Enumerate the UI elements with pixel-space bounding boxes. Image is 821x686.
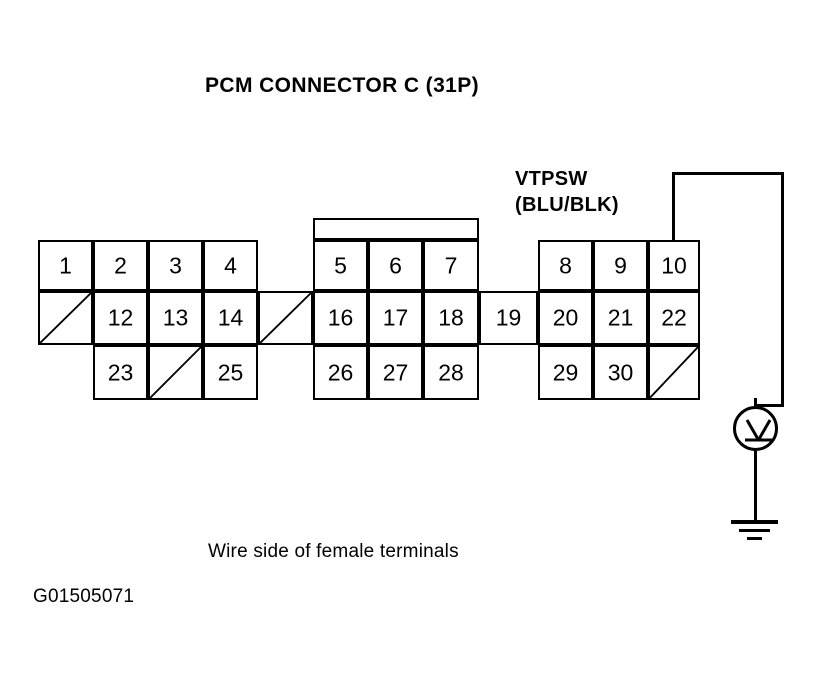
- pin-cell-28[interactable]: 28: [423, 345, 479, 400]
- pin-cell-22[interactable]: 22: [648, 291, 700, 345]
- pin-cell-26[interactable]: 26: [313, 345, 368, 400]
- pin-cell-16[interactable]: 16: [313, 291, 368, 345]
- pin-number: 16: [327, 304, 354, 331]
- pin-number: 29: [552, 359, 579, 385]
- pin-cell-12[interactable]: 12: [93, 291, 148, 345]
- pin-number: 13: [162, 304, 189, 331]
- blank-diagonal-icon: [150, 347, 201, 398]
- pin-cell-2[interactable]: 2: [93, 240, 148, 291]
- pin-cell-25[interactable]: 25: [203, 345, 258, 400]
- pin-cell-29[interactable]: 29: [538, 345, 593, 400]
- pin-number: 25: [217, 359, 244, 385]
- pin-cell-9[interactable]: 9: [593, 240, 648, 291]
- pin-cell-17[interactable]: 17: [368, 291, 423, 345]
- pin-number: 27: [382, 359, 409, 385]
- pin-number: 12: [107, 304, 134, 331]
- pin-number: 23: [107, 359, 134, 385]
- pin-number: 22: [661, 304, 687, 331]
- pin-cell-7[interactable]: 7: [423, 240, 479, 291]
- pin-number: 4: [224, 252, 237, 278]
- pin-number: 2: [114, 252, 127, 278]
- blank-cell-left-row3: [148, 345, 203, 400]
- pin-number: 8: [559, 252, 572, 278]
- probe-lead-right-vertical: [781, 172, 784, 406]
- pin-number: 28: [438, 359, 464, 385]
- pin-number: 1: [59, 252, 72, 278]
- pin-number: 18: [438, 304, 464, 331]
- pin-number: 21: [607, 304, 634, 331]
- pin-cell-13[interactable]: 13: [148, 291, 203, 345]
- blank-diagonal-icon: [40, 293, 91, 344]
- meter-ground-lead: [754, 451, 757, 521]
- pin-cell-4[interactable]: 4: [203, 240, 258, 291]
- pin-cell-20[interactable]: 20: [538, 291, 593, 345]
- meter-top-elbow: [754, 404, 784, 407]
- pin-number: 26: [327, 359, 354, 385]
- pin-cell-10[interactable]: 10: [648, 240, 700, 291]
- pin-cell-3[interactable]: 3: [148, 240, 203, 291]
- ground-bar-1: [731, 520, 778, 524]
- page-title: PCM CONNECTOR C (31P): [205, 74, 480, 97]
- pin-number: 10: [661, 252, 687, 278]
- blank-cell-right-row3: [648, 345, 700, 400]
- meter-top-lead: [754, 398, 757, 408]
- voltmeter-v-glyph: [745, 419, 772, 442]
- pin-number: 3: [169, 252, 182, 278]
- probe-lead-vertical-stub: [672, 172, 675, 242]
- bridge-cell-left-middle: [258, 291, 313, 345]
- pin-cell-6[interactable]: 6: [368, 240, 423, 291]
- blank-diagonal-icon: [650, 347, 698, 398]
- pin-cell-5[interactable]: 5: [313, 240, 368, 291]
- probe-lead-top-horizontal: [672, 172, 784, 175]
- ground-bar-2: [739, 529, 770, 532]
- voltmeter-symbol: [733, 406, 778, 451]
- pin-number: 17: [382, 304, 409, 331]
- middle-block-cap-bar: [313, 218, 479, 240]
- pin-number: 9: [614, 252, 627, 278]
- blank-diagonal-icon: [260, 293, 311, 344]
- pin-number: 5: [334, 252, 347, 278]
- signal-name-label: VTPSW: [515, 168, 588, 190]
- pin-cell-14[interactable]: 14: [203, 291, 258, 345]
- pin-cell-19[interactable]: 19: [479, 291, 538, 345]
- pin-cell-30[interactable]: 30: [593, 345, 648, 400]
- ground-bar-3: [747, 537, 762, 540]
- pin-cell-27[interactable]: 27: [368, 345, 423, 400]
- pin-number: 30: [607, 359, 634, 385]
- pin-cell-21[interactable]: 21: [593, 291, 648, 345]
- pin-cell-8[interactable]: 8: [538, 240, 593, 291]
- pin-number: 20: [552, 304, 579, 331]
- signal-wire-color-label: (BLU/BLK): [515, 194, 619, 216]
- pin-cell-1[interactable]: 1: [38, 240, 93, 291]
- pin-number: 7: [444, 252, 458, 278]
- pin-number: 6: [389, 252, 402, 278]
- pin-number: 19: [495, 304, 522, 331]
- pin-cell-23[interactable]: 23: [93, 345, 148, 400]
- pin-number: 14: [217, 304, 244, 331]
- figure-id-label: G01505071: [33, 586, 135, 607]
- blank-cell-left-row2: [38, 291, 93, 345]
- pin-cell-18[interactable]: 18: [423, 291, 479, 345]
- diagram-caption: Wire side of female terminals: [208, 541, 459, 562]
